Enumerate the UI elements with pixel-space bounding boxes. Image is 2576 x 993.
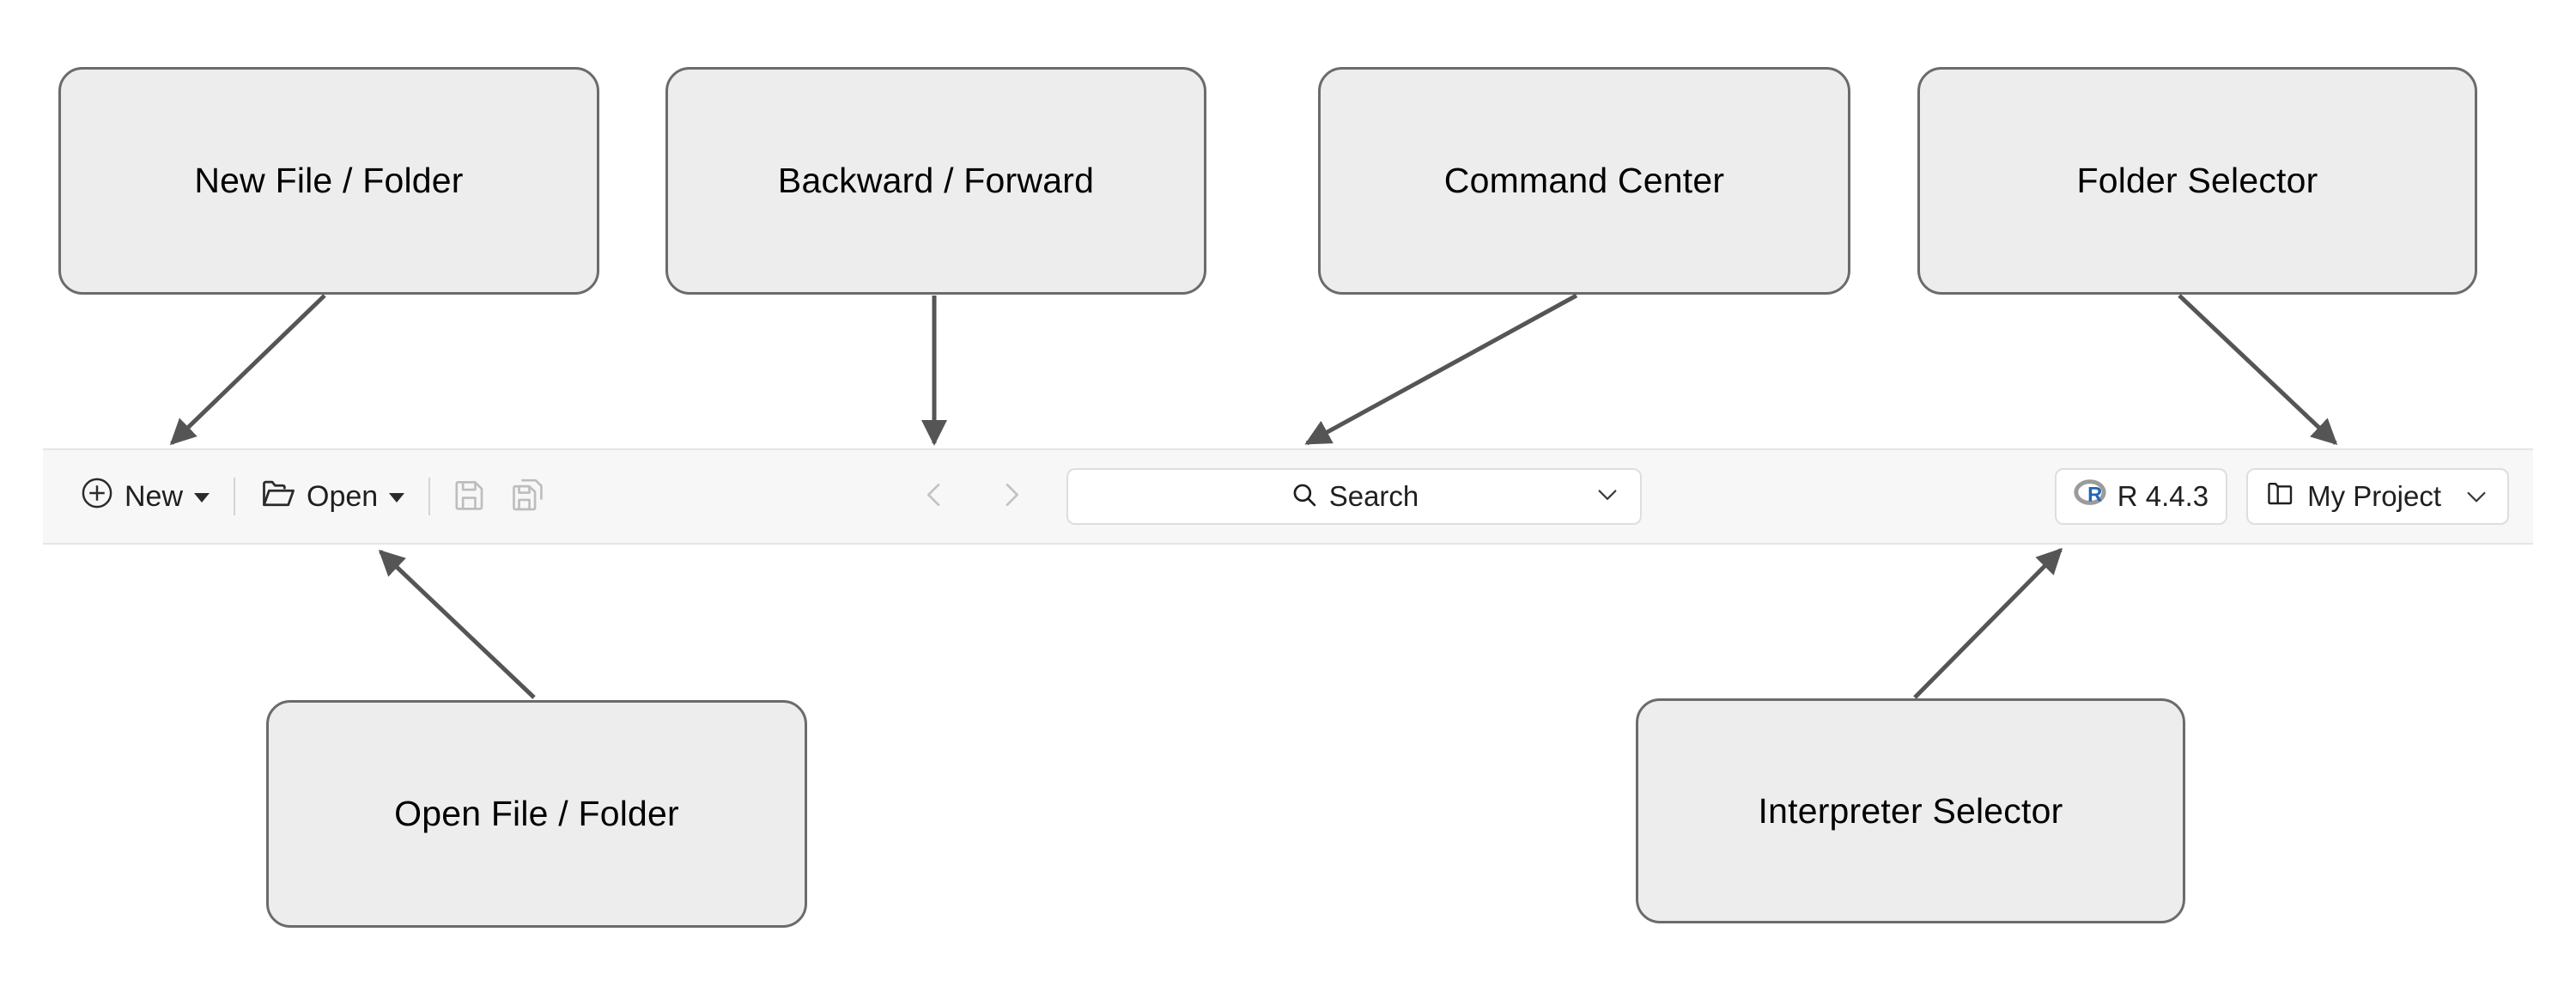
- open-button[interactable]: Open: [251, 467, 413, 527]
- callout-interpreter-selector: Interpreter Selector: [1636, 698, 2185, 923]
- toolbar-divider: [234, 478, 236, 515]
- chevron-down-icon[interactable]: [1594, 481, 1621, 513]
- toolbar-right-group: R R 4.4.3 My Project: [2054, 450, 2509, 543]
- new-button-label: New: [125, 479, 184, 513]
- folder-open-icon: [259, 474, 297, 520]
- chevron-left-icon: [917, 478, 951, 516]
- callout-label: Open File / Folder: [394, 794, 679, 833]
- callout-backward-forward: Backward / Forward: [665, 67, 1206, 295]
- new-button[interactable]: New: [70, 468, 218, 526]
- forward-button[interactable]: [987, 472, 1036, 521]
- chevron-down-icon: [194, 493, 210, 503]
- callout-open-file-folder: Open File / Folder: [266, 700, 807, 928]
- folder-selector-button[interactable]: My Project: [2246, 468, 2509, 525]
- save-all-button[interactable]: [504, 472, 552, 521]
- open-button-label: Open: [307, 479, 379, 513]
- callout-command-center: Command Center: [1318, 67, 1850, 295]
- callout-label: Command Center: [1443, 161, 1725, 200]
- callout-new-file-folder: New File / Folder: [58, 67, 599, 295]
- callout-label: Folder Selector: [2076, 161, 2318, 200]
- save-floppy-icon: [452, 477, 488, 517]
- folder-icon: [2265, 478, 2296, 515]
- arrow-folder-selector: [2178, 294, 2338, 446]
- arrow-open-file-folder: [378, 549, 536, 699]
- callout-label: New File / Folder: [194, 161, 464, 200]
- callout-label: Interpreter Selector: [1758, 790, 2063, 831]
- callout-label: Backward / Forward: [777, 161, 1095, 200]
- chevron-right-icon: [994, 478, 1029, 516]
- search-input[interactable]: Search: [1328, 480, 1419, 512]
- back-button[interactable]: [910, 472, 958, 521]
- chevron-down-icon: [389, 493, 405, 503]
- toolbar-divider: [428, 478, 431, 515]
- callout-folder-selector: Folder Selector: [1917, 67, 2477, 295]
- plus-circle-icon: [79, 475, 115, 519]
- save-button[interactable]: [446, 472, 494, 521]
- search-magnifier-icon: [1290, 480, 1319, 514]
- save-all-floppy-icon: [510, 477, 546, 517]
- arrow-new-file-folder: [169, 294, 326, 446]
- arrow-interpreter-selector: [1913, 547, 2063, 699]
- folder-selector-label: My Project: [2307, 480, 2441, 512]
- arrow-command-center: [1304, 293, 1578, 446]
- svg-text:R: R: [2087, 484, 2102, 507]
- interpreter-selector-button[interactable]: R R 4.4.3: [2054, 468, 2228, 525]
- r-logo-icon: R: [2074, 477, 2106, 516]
- application-toolbar: New Open: [43, 448, 2533, 545]
- toolbar-center-group: Search: [910, 450, 1642, 543]
- chevron-down-icon[interactable]: [2463, 483, 2490, 510]
- interpreter-label: R 4.4.3: [2117, 480, 2209, 512]
- command-center-search[interactable]: Search: [1066, 468, 1642, 525]
- toolbar-left-group: New Open: [43, 450, 552, 543]
